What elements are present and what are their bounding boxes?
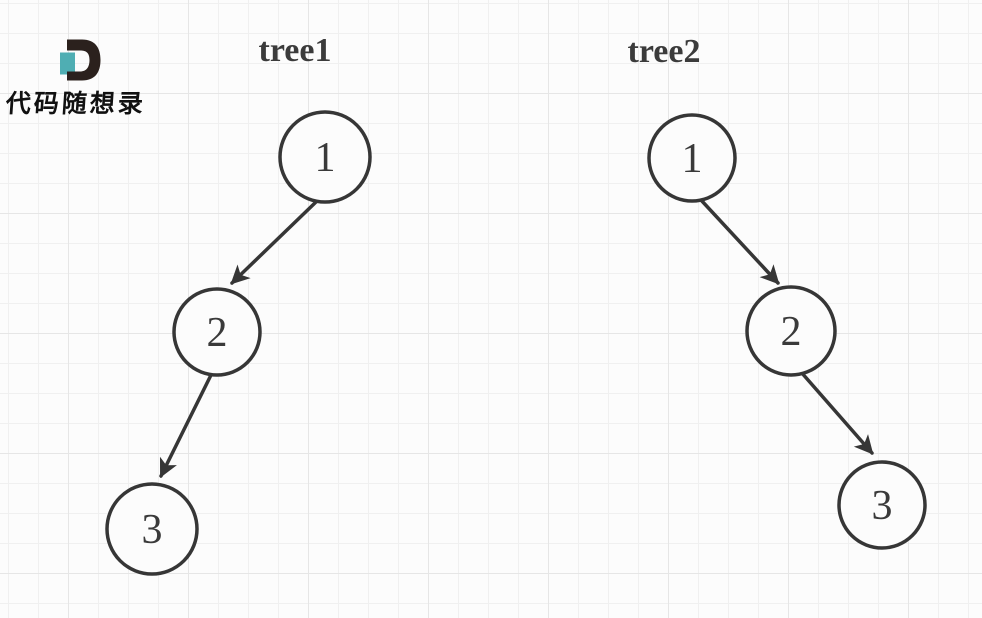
tree1-edge-1-2 <box>230 199 319 285</box>
tree2-edge-1-2 <box>699 198 780 285</box>
tree1-node-2-value: 2 <box>207 310 228 356</box>
logo: 代码随想录 <box>5 38 176 120</box>
tree2-node-3-circle <box>837 460 927 550</box>
tree2-node-2-circle <box>745 285 837 377</box>
tree1-label: tree1 <box>259 32 332 69</box>
tree1-node-1-circle <box>278 110 372 204</box>
tree1-node-3-circle <box>105 482 199 576</box>
logo-d-letter <box>67 39 101 81</box>
tree1-node-3-value: 3 <box>142 507 163 553</box>
tree2-node-2-value: 2 <box>781 309 802 355</box>
tree2-edge-2-3 <box>799 370 874 455</box>
logo-d-icon <box>60 39 101 81</box>
tree2-node-1-value: 1 <box>682 136 703 182</box>
tree2: tree2 1 2 3 <box>628 33 927 550</box>
tree1-node-2-circle <box>172 287 262 377</box>
logo-accent-block <box>60 52 75 75</box>
tree2-label: tree2 <box>628 33 701 70</box>
tree1: tree1 1 2 3 <box>105 32 372 576</box>
tree1-edge-2-3 <box>159 371 214 478</box>
tree1-node-1-value: 1 <box>315 135 336 181</box>
tree2-node-1-circle <box>647 113 737 203</box>
tree2-node-3-value: 3 <box>872 483 893 529</box>
